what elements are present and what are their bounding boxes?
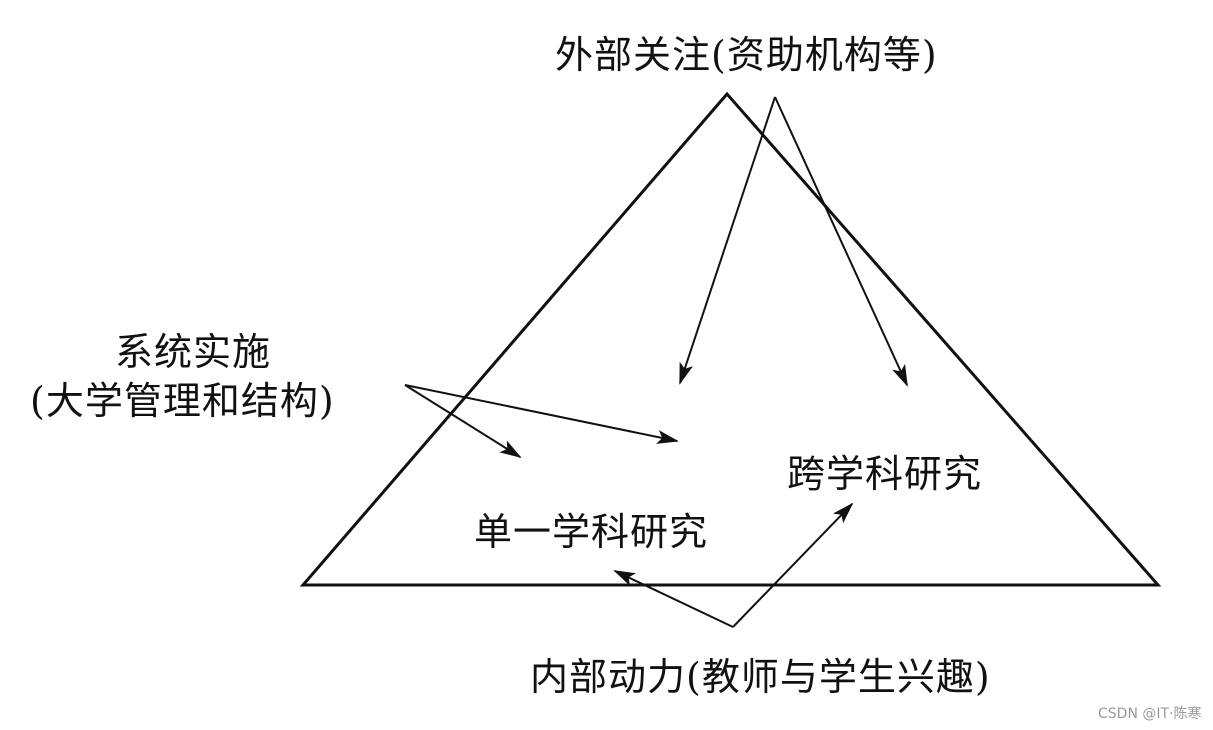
internal-arrow-to-single <box>613 570 734 628</box>
watermark: CSDN @IT·陈寒 <box>1098 706 1202 722</box>
interdisciplinary-research-label: 跨学科研究 <box>787 452 983 496</box>
external-arrow-to-center <box>679 96 776 385</box>
system-arrow-to-single <box>404 384 522 459</box>
single-discipline-research-label: 单一学科研究 <box>474 510 709 554</box>
system-arrow-to-center <box>404 384 679 444</box>
internal-motivation-label: 内部动力(教师与学生兴趣) <box>530 655 991 699</box>
external-attention-label: 外部关注(资助机构等) <box>555 33 938 77</box>
internal-arrow-to-interdisciplinary <box>732 502 854 628</box>
system-implementation-label: 系统实施 <box>115 330 272 374</box>
system-implementation-sublabel: (大学管理和结构) <box>30 379 335 423</box>
external-arrow-to-interdisciplinary <box>774 96 908 387</box>
pyramid-triangle <box>299 91 1162 587</box>
